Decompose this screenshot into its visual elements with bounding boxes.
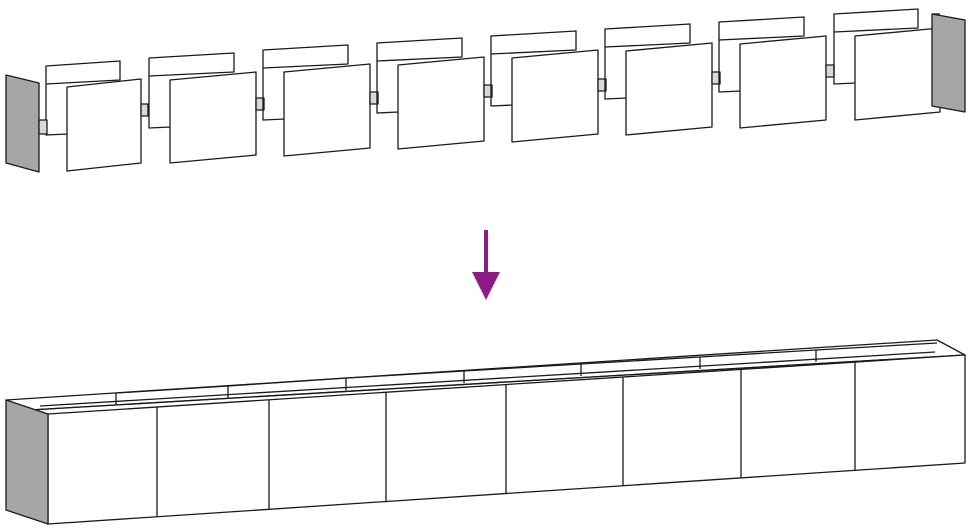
end-cap-left — [5, 399, 49, 525]
panel-module — [718, 16, 835, 129]
panel-module — [262, 44, 379, 157]
front-panel — [397, 56, 485, 150]
back-panel — [45, 60, 121, 85]
panel-module — [376, 37, 493, 150]
back-panel-lip — [833, 32, 857, 85]
assembled-view — [5, 339, 966, 525]
front-panel — [739, 35, 827, 129]
panel-module — [38, 60, 149, 172]
back-panel — [833, 8, 919, 33]
arrow-down-icon — [472, 230, 500, 300]
back-panel — [718, 16, 805, 41]
front-seams — [156, 362, 856, 517]
back-panel — [262, 44, 349, 69]
front-panel — [625, 42, 713, 136]
back-panel — [376, 37, 463, 62]
back-panel-lip — [490, 54, 514, 107]
back-panel — [490, 30, 577, 55]
bracket — [825, 64, 835, 78]
bracket — [255, 97, 265, 111]
front-panel — [283, 63, 371, 157]
end-cap-left — [5, 74, 40, 173]
bracket — [38, 119, 48, 135]
panel-module — [490, 30, 607, 143]
bracket — [483, 84, 493, 98]
back-panel — [148, 52, 235, 77]
inner-rim-line — [39, 351, 936, 407]
exploded-view — [5, 8, 966, 173]
end-cap-right — [931, 13, 966, 113]
panel-module — [604, 23, 721, 136]
front-panel — [511, 49, 599, 143]
inner-back-edge — [29, 354, 966, 411]
back-panel-lip — [376, 61, 400, 114]
bracket — [597, 78, 607, 92]
back-panel — [604, 23, 691, 48]
bracket — [711, 71, 721, 85]
back-panel-lip — [262, 68, 286, 121]
bracket — [140, 103, 149, 117]
rim-seams — [115, 342, 938, 405]
front-panel — [169, 71, 257, 164]
bracket — [369, 91, 379, 105]
back-panel-lip — [45, 84, 69, 136]
back-panel-lip — [718, 40, 742, 93]
back-panel-lip — [604, 47, 628, 100]
front-panel — [66, 78, 142, 172]
panel-module — [148, 52, 265, 164]
panel-module — [833, 8, 949, 121]
front-panel — [854, 27, 941, 121]
back-panel-lip — [148, 76, 172, 129]
